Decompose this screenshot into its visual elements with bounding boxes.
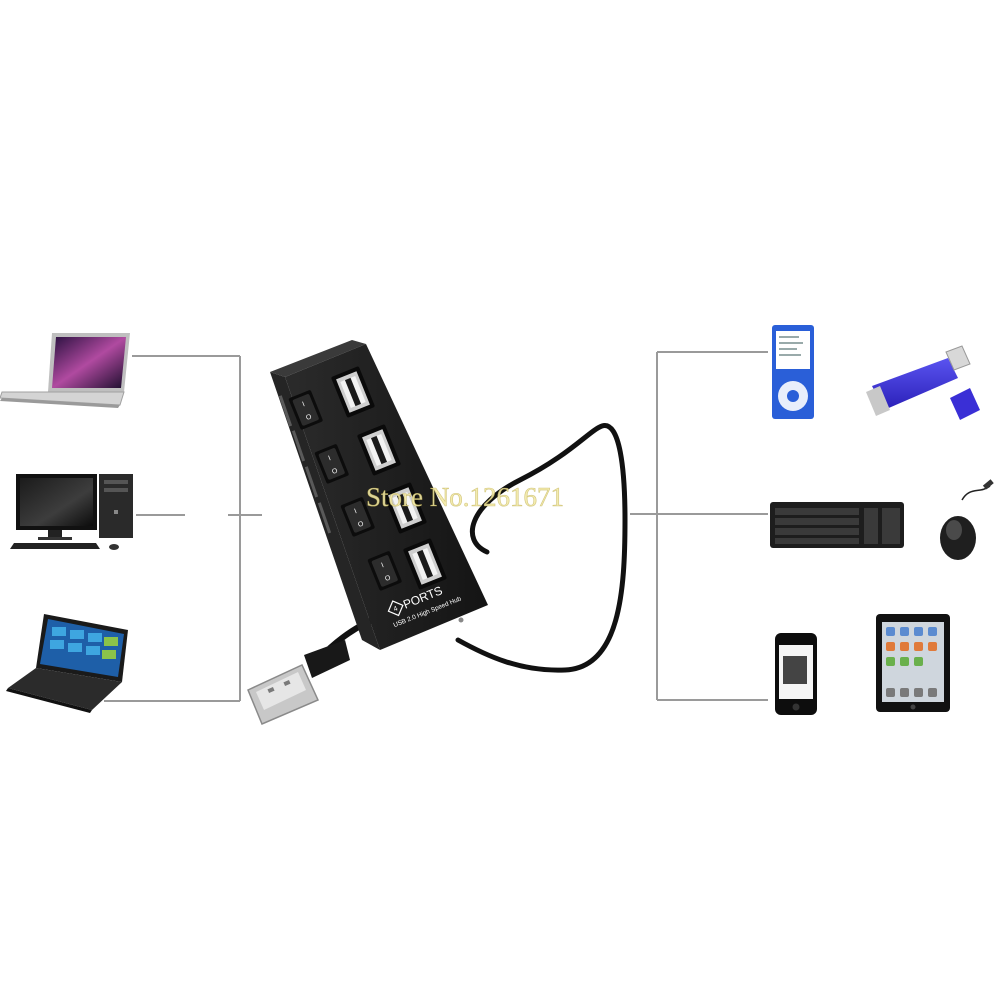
store-watermark: Store No.1261671 [366,482,564,512]
usb-flash-drive-icon [866,345,980,420]
usb-hub: I O I O I O I O [270,340,488,650]
desktop-computer-icon [10,474,133,550]
port-switch-1: I O [288,390,323,430]
usb-port-3 [383,482,427,534]
svg-text:I: I [301,401,305,408]
port-switch-3: I O [340,497,375,537]
svg-text:I: I [327,455,331,462]
port-switch-4: I O [367,551,402,591]
svg-text:I: I [353,508,357,515]
svg-text:O: O [357,520,365,529]
laptop-icon [0,333,130,408]
mouse-icon [940,479,994,560]
usb-port-1 [331,366,375,418]
usb-port-2 [357,424,401,476]
usb-plug-icon [247,640,350,725]
port-count-glyph: 4 [393,605,399,613]
svg-text:O: O [305,413,313,422]
svg-text:O: O [384,574,392,583]
svg-text:O: O [331,467,339,476]
connector-lines-left [104,355,262,702]
tablet-icon [876,614,950,712]
port-switch-2: I O [314,444,349,484]
usb-port-4 [403,538,447,590]
svg-text:I: I [380,562,384,569]
hub-led [458,617,464,623]
mp3-player-icon [772,325,814,419]
ports-diamond-icon: 4 [387,600,404,617]
connector-lines-right [630,351,768,701]
tablet-keyboard-icon [6,614,128,713]
smartphone-icon [775,633,817,715]
keyboard-icon [770,502,904,548]
